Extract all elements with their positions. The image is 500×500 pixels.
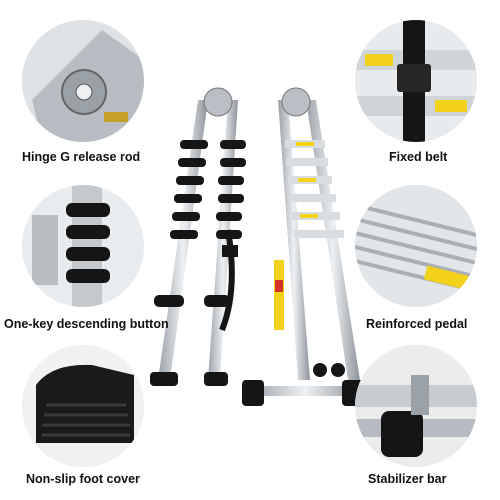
belt-callout [355, 20, 477, 142]
foot-callout [22, 345, 144, 467]
hinge-callout [22, 20, 144, 142]
hinge-icon [22, 20, 144, 142]
stabilizer-icon [355, 345, 477, 467]
stabilizer-callout [355, 345, 477, 467]
foot-cover-icon [22, 345, 144, 467]
foot-label: Non-slip foot cover [26, 472, 140, 486]
belt-icon [355, 20, 477, 142]
pedal-label: Reinforced pedal [366, 317, 468, 331]
pedal-icon [355, 185, 477, 307]
button-icon [22, 185, 144, 307]
telescopic-ladder-image [150, 87, 366, 406]
stabilizer-label: Stabilizer bar [368, 472, 447, 486]
onekey-label: One-key descending button [4, 317, 169, 331]
pedal-callout [355, 185, 477, 307]
belt-label: Fixed belt [389, 150, 448, 164]
hinge-label: Hinge G release rod [22, 150, 141, 164]
onekey-callout [22, 185, 144, 307]
